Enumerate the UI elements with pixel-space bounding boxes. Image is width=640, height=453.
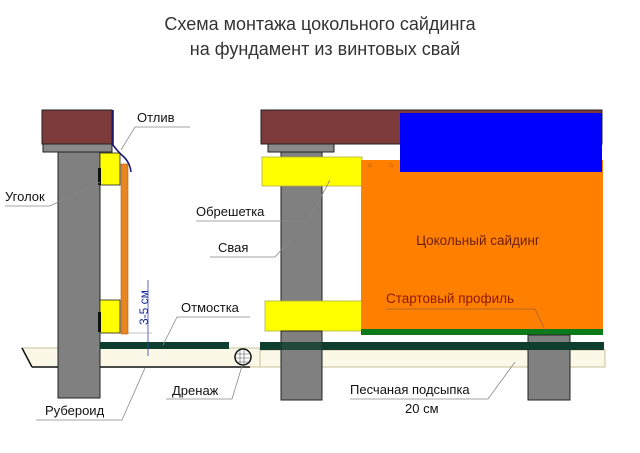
batten-top-left xyxy=(99,152,121,186)
label-siding: Цокольный сайдинг xyxy=(416,233,540,248)
blind-area-left xyxy=(100,342,229,349)
pile-right-1-lower xyxy=(280,330,323,401)
label-roofing-felt: Рубероид xyxy=(45,403,105,418)
plinth-siding xyxy=(361,160,603,333)
beam-left xyxy=(41,109,113,145)
label-drip: Отлив xyxy=(137,110,175,125)
batten-top-right xyxy=(261,156,363,187)
label-corner: Уголок xyxy=(5,189,45,204)
title-line-2: на фундамент из винтовых свай xyxy=(190,39,460,59)
drip-flashing xyxy=(112,110,132,173)
svg-text:⌂: ⌂ xyxy=(368,162,372,169)
siding-panel-left xyxy=(120,163,129,335)
drain-pipe-icon xyxy=(234,348,252,366)
title-line-1: Схема монтажа цокольного сайдинга xyxy=(164,14,476,34)
label-battens: Обрешетка xyxy=(196,204,265,219)
start-profile xyxy=(361,329,603,335)
label-sand-depth: 20 см xyxy=(405,401,439,416)
label-start-profile: Стартовый профиль xyxy=(386,291,514,306)
batten-bottom-right xyxy=(264,300,363,332)
beam-pad-right xyxy=(267,143,335,153)
svg-text:⌂: ⌂ xyxy=(389,162,393,169)
beam-pad-left xyxy=(42,143,113,153)
left-section: 3-5 см xyxy=(21,109,261,399)
gap-dimension-label: 3-5 см xyxy=(137,290,151,325)
batten-bottom-left xyxy=(99,299,121,334)
labels: Отлив Уголок Обрешетка Свая Отмостка Дре… xyxy=(5,110,546,421)
label-pile: Свая xyxy=(218,240,248,255)
label-drainage: Дренаж xyxy=(172,383,219,398)
label-blind-area: Отмостка xyxy=(181,300,240,315)
insulation-block xyxy=(400,113,602,172)
label-sand-bed: Песчаная подсыпка xyxy=(350,382,470,397)
pile-left xyxy=(57,151,101,399)
right-section: ⌂ ⌂ xyxy=(259,109,606,401)
